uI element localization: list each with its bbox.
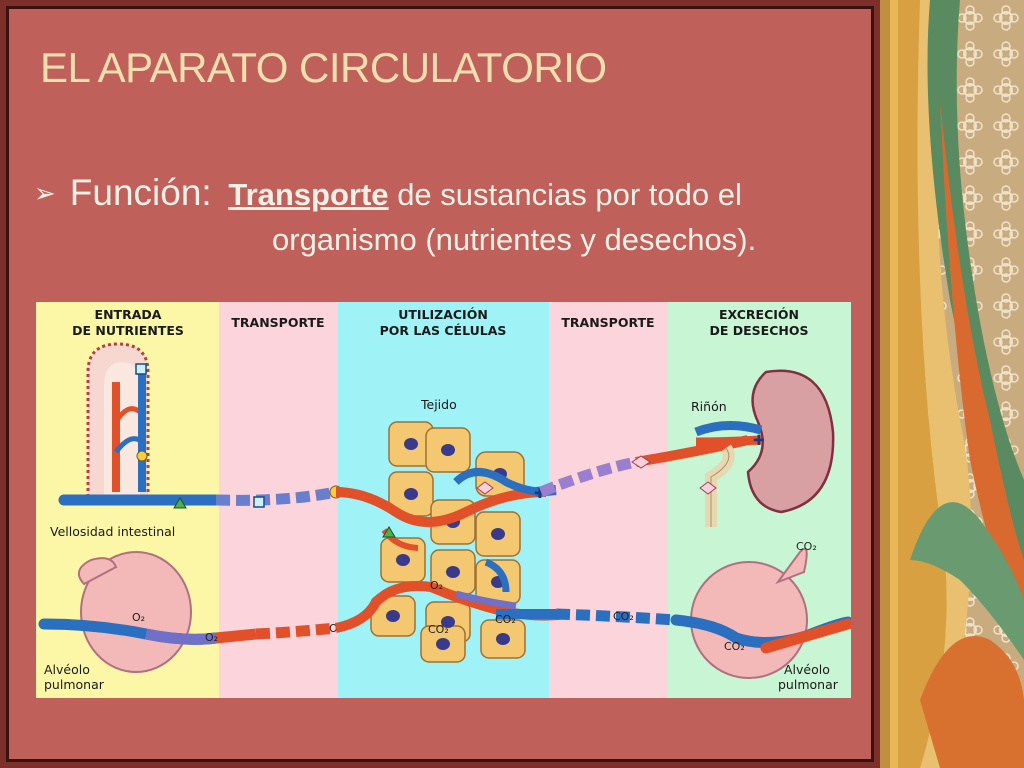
- nutrient-circle-marker: [136, 450, 148, 462]
- column-bg-transport-2: [549, 302, 668, 698]
- label-alveolo-left-2: pulmonar: [44, 677, 105, 692]
- gas-o2-alveolus: O₂: [132, 611, 145, 624]
- header-transport-2: TRANSPORTE: [561, 315, 654, 330]
- kidney-illustration: ✚: [694, 369, 835, 527]
- header-nutrients-2: DE NUTRIENTES: [72, 323, 184, 338]
- label-alveolo-right-1: Alvéolo: [784, 662, 830, 677]
- gas-co2-exhaled: CO₂: [796, 540, 817, 553]
- bullet-text-continuation: organismo (nutrientes y desechos).: [272, 222, 757, 257]
- bullet-keyword: Transporte: [228, 177, 389, 212]
- bullet-label: Función:: [69, 172, 212, 213]
- label-alveolo-right-2: pulmonar: [778, 677, 839, 692]
- slide-title: EL APARATO CIRCULATORIO: [40, 44, 607, 91]
- gas-co2-tissue-2: CO₂: [495, 613, 516, 626]
- gas-co2-alveolus: CO₂: [724, 640, 745, 653]
- header-cells-2: POR LAS CÉLULAS: [380, 323, 507, 338]
- triangle-marker: [382, 526, 396, 538]
- circulation-diagram: ENTRADA DE NUTRIENTES TRANSPORTE UTILIZA…: [36, 302, 851, 698]
- intestinal-villus-illustration: [86, 342, 150, 497]
- diamond-marker: [476, 481, 494, 495]
- diamond-marker: [699, 481, 717, 495]
- header-nutrients-1: ENTRADA: [95, 307, 162, 322]
- transport-square-marker: [253, 496, 265, 508]
- bullet-text: de sustancias por todo el: [397, 177, 742, 212]
- label-alveolo-left-1: Alvéolo: [44, 662, 90, 677]
- label-tejido: Tejido: [420, 397, 457, 412]
- label-vellosidad: Vellosidad intestinal: [50, 524, 175, 539]
- diamond-marker: [631, 455, 651, 469]
- gas-o2-tissue: O₂: [430, 579, 443, 592]
- bullet-point: ➢ Función: Transporte de sustancias por t…: [34, 172, 742, 214]
- header-excretion-2: DE DESECHOS: [710, 323, 809, 338]
- nutrient-square-marker: [135, 363, 147, 375]
- decorative-border: [880, 0, 1024, 768]
- triangle-marker: [173, 497, 187, 509]
- gas-co2-tissue-1: CO₂: [428, 623, 449, 636]
- header-cells-1: UTILIZACIÓN: [398, 307, 488, 322]
- header-transport-1: TRANSPORTE: [231, 315, 324, 330]
- main-panel: EL APARATO CIRCULATORIO ➢ Función: Transp…: [0, 0, 880, 768]
- plus-marker: ✚: [753, 433, 765, 449]
- label-rinon: Riñón: [691, 399, 727, 414]
- plus-marker: ✚: [534, 486, 546, 502]
- gas-o2-vessel-1: O₂: [205, 631, 218, 644]
- gas-co2-transport: CO₂: [613, 610, 634, 623]
- header-excretion-1: EXCRECIÓN: [719, 307, 799, 322]
- arrow-bullet-icon: ➢: [34, 178, 56, 208]
